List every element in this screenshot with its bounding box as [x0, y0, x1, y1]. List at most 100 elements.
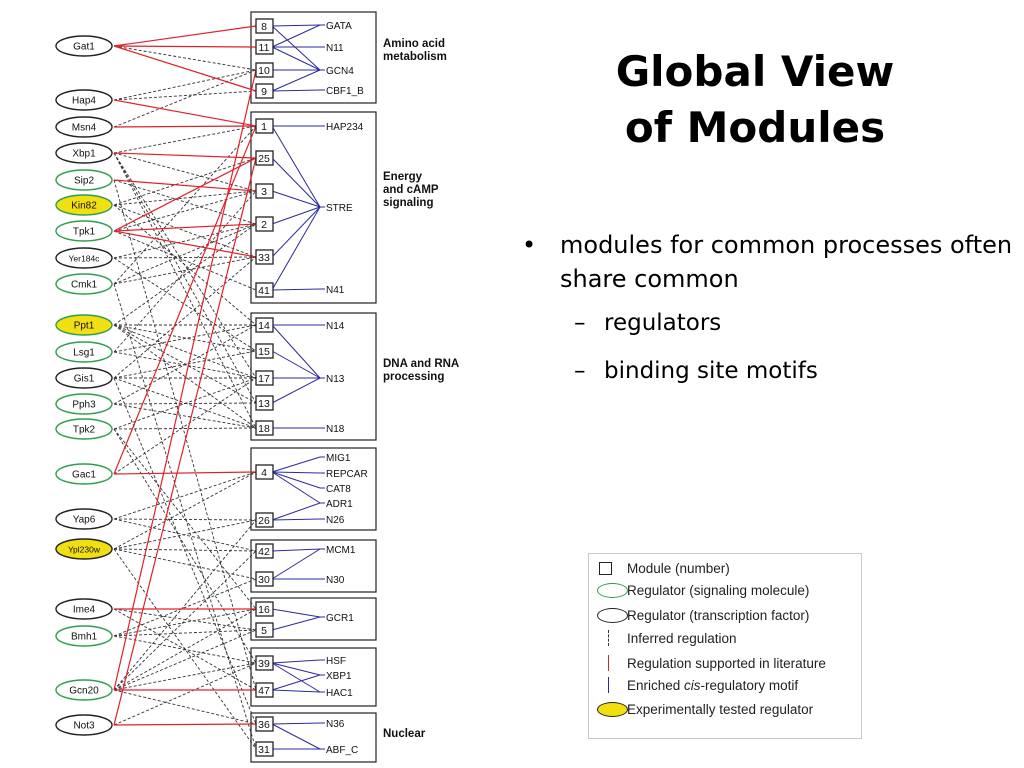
- motif-edge: [271, 377, 321, 404]
- legend-item-motif: Enriched cis-regulatory motif: [597, 675, 798, 695]
- motif-label-hap234: HAP234: [326, 122, 364, 133]
- regulator-label-not3: Not3: [73, 721, 95, 732]
- regulator-node-pph3: [55, 393, 113, 415]
- inferred-edge: [113, 190, 257, 232]
- module-number-3: 3: [261, 186, 267, 198]
- regulator-label-ppt1: Ppt1: [74, 321, 95, 332]
- legend-item-tested: Experimentally tested regulator: [597, 699, 813, 719]
- motif-edge: [271, 659, 321, 664]
- regulator-node-kin82: [55, 194, 113, 216]
- literature-edge: [113, 45, 257, 48]
- module-box-13: [255, 395, 274, 411]
- motif-edge: [271, 206, 321, 291]
- inferred-edge: [113, 204, 257, 258]
- yellow-ellipse-icon: [597, 699, 628, 719]
- literature-edge: [113, 152, 257, 159]
- module-box-31: [255, 741, 274, 757]
- regulator-label-yap6: Yap6: [73, 515, 96, 526]
- legend-label: Inferred regulation: [627, 630, 737, 646]
- module-group-label-line: DNA and RNA: [383, 358, 459, 370]
- bullet-text: modules for common processes often share…: [560, 231, 1013, 293]
- legend-label: Regulator (transcription factor): [627, 607, 810, 623]
- module-group-label-line: signaling: [383, 197, 433, 209]
- module-group-label-line: Nuclear: [383, 728, 426, 740]
- title-line-2: of Modules: [624, 103, 886, 152]
- regulator-node-gcn20: [55, 679, 113, 701]
- regulator-label-kin82: Kin82: [71, 201, 97, 212]
- inferred-edge: [113, 69, 257, 128]
- motif-label-xbp1: XBP1: [326, 671, 352, 682]
- regulator-label-msn4: Msn4: [72, 123, 97, 134]
- regulator-node-ime4: [55, 598, 113, 620]
- module-number-1: 1: [261, 121, 267, 133]
- inferred-edge: [113, 578, 257, 637]
- inferred-edge: [113, 190, 257, 353]
- inferred-edge: [113, 179, 257, 691]
- inferred-edge: [113, 689, 257, 725]
- module-number-33: 33: [258, 252, 270, 264]
- module-box-26: [255, 512, 274, 528]
- motif-label-n41: N41: [326, 285, 345, 296]
- motif-label-adr1: ADR1: [326, 499, 353, 510]
- motif-edge: [271, 518, 321, 521]
- inferred-edge: [113, 629, 257, 691]
- module-box-16: [255, 601, 274, 617]
- module-group-label-line: Amino acid: [383, 38, 445, 50]
- bullet-dot-icon: •: [522, 231, 537, 259]
- module-number-17: 17: [258, 373, 270, 385]
- module-box-10: [255, 62, 274, 78]
- module-number-10: 10: [258, 65, 270, 77]
- legend-label: Regulator (signaling molecule): [627, 582, 810, 598]
- regulator-node-xbp1: [55, 142, 113, 164]
- motif-edge: [271, 25, 321, 71]
- black-ellipse-icon: [597, 605, 628, 625]
- regulator-label-xbp1: Xbp1: [72, 149, 96, 160]
- regulator-node-gis1: [55, 367, 113, 389]
- bullet-item: • modules for common processes often sha…: [522, 228, 1022, 296]
- motif-label-n26: N26: [326, 515, 345, 526]
- motif-edge: [271, 616, 321, 631]
- inferred-edge: [113, 257, 257, 352]
- motif-edge: [271, 24, 321, 27]
- module-number-36: 36: [258, 719, 270, 731]
- module-number-14: 14: [258, 320, 270, 332]
- motif-edge: [271, 24, 321, 48]
- motif-edge: [271, 723, 321, 750]
- module-number-30: 30: [258, 574, 270, 586]
- inferred-edge: [113, 324, 257, 379]
- motif-label-repcar: REPCAR: [326, 469, 368, 480]
- legend-label: Regulation supported in literature: [627, 655, 826, 671]
- inferred-edge: [113, 256, 257, 379]
- inferred-edge: [113, 662, 257, 726]
- motif-edge: [271, 608, 321, 618]
- motif-edge: [271, 89, 321, 92]
- module-group-box: [250, 111, 377, 304]
- regulator-label-sip2: Sip2: [74, 176, 94, 187]
- motif-label-gata: GATA: [326, 21, 352, 32]
- inferred-edge: [113, 125, 257, 154]
- inferred-edge: [113, 152, 257, 429]
- inferred-edge: [113, 152, 257, 379]
- motif-edge: [271, 157, 321, 208]
- regulator-node-ppt1: [55, 314, 113, 336]
- inferred-edge: [113, 324, 257, 405]
- regulator-label-gcn20: Gcn20: [69, 686, 99, 697]
- module-number-18: 18: [258, 423, 270, 435]
- inferred-edge: [113, 377, 257, 430]
- regulator-label-hap4: Hap4: [72, 96, 96, 107]
- motif-edge: [271, 674, 321, 691]
- module-number-4: 4: [261, 467, 267, 479]
- module-box-47: [255, 682, 274, 698]
- legend-item-module: Module (number): [597, 558, 730, 578]
- motif-edge: [271, 288, 321, 291]
- inferred-edge: [113, 428, 257, 664]
- motif-edge: [271, 548, 321, 580]
- literature-edge: [113, 179, 257, 192]
- motif-edge: [271, 722, 321, 725]
- inferred-edge: [113, 69, 257, 101]
- regulator-node-gac1: [55, 463, 113, 485]
- inferred-edge: [113, 428, 257, 610]
- inferred-edge: [113, 548, 257, 580]
- square-icon: [597, 558, 627, 578]
